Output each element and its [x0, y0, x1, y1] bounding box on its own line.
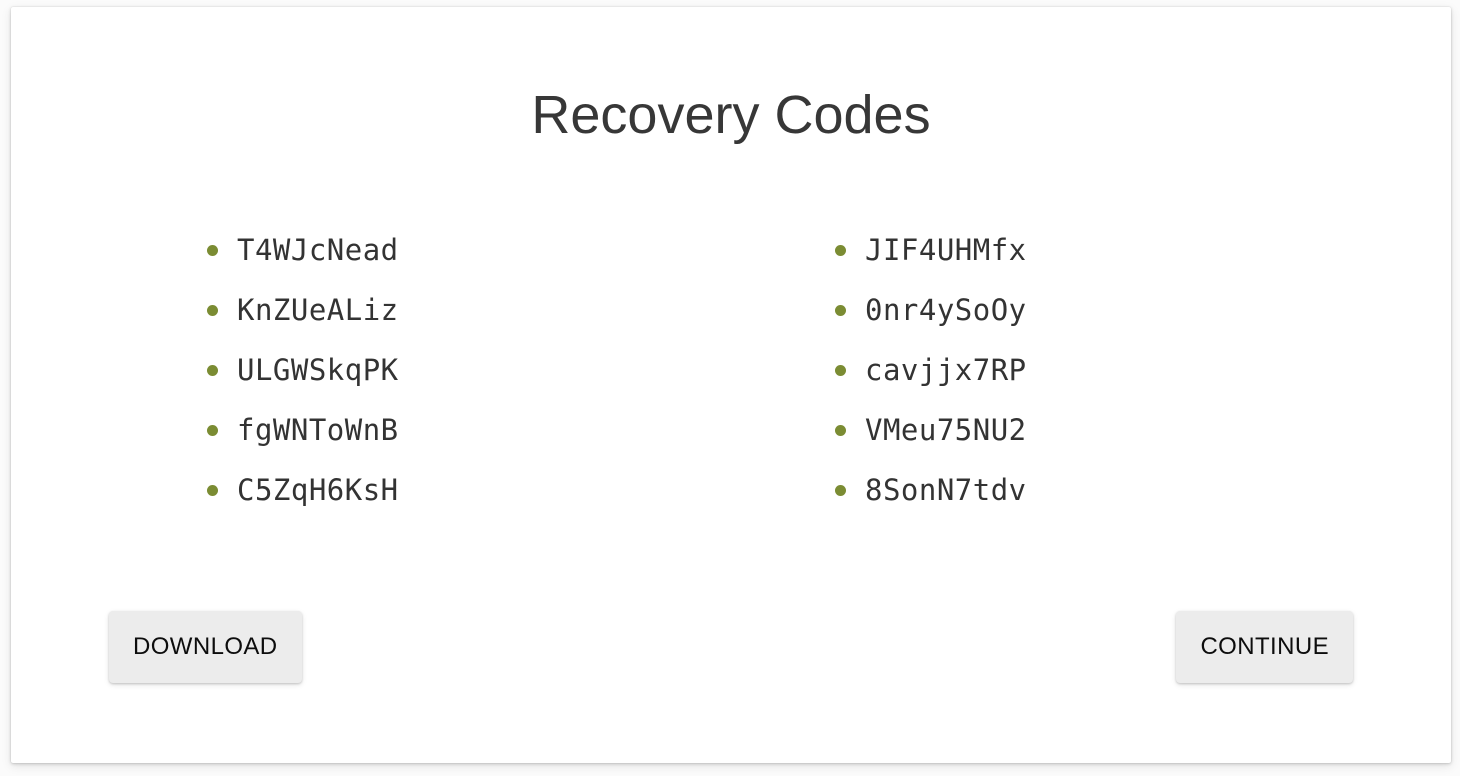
list-item: fgWNToWnB	[207, 400, 627, 460]
recovery-code-value: T4WJcNead	[237, 233, 399, 267]
bullet-icon	[207, 484, 218, 496]
action-button-row: DOWNLOAD CONTINUE	[11, 611, 1451, 683]
bullet-icon	[207, 244, 218, 256]
recovery-codes-card: Recovery Codes T4WJcNead KnZUeALiz ULGWS…	[11, 7, 1451, 763]
recovery-code-value: JIF4UHMfx	[865, 233, 1027, 267]
bullet-icon	[207, 304, 218, 316]
recovery-code-value: VMeu75NU2	[865, 413, 1027, 447]
bullet-icon	[835, 364, 846, 376]
list-item: C5ZqH6KsH	[207, 460, 627, 520]
page-title: Recovery Codes	[531, 85, 931, 145]
bullet-icon	[835, 304, 846, 316]
list-item: 8SonN7tdv	[835, 460, 1255, 520]
recovery-codes-column-right: JIF4UHMfx 0nr4ySoOy cavjjx7RP VMeu75NU2 …	[835, 220, 1255, 520]
list-item: cavjjx7RP	[835, 340, 1255, 400]
continue-button[interactable]: CONTINUE	[1176, 611, 1353, 683]
recovery-code-value: cavjjx7RP	[865, 353, 1027, 387]
recovery-codes-column-left: T4WJcNead KnZUeALiz ULGWSkqPK fgWNToWnB …	[207, 220, 627, 520]
recovery-code-value: ULGWSkqPK	[237, 353, 399, 387]
download-button[interactable]: DOWNLOAD	[109, 611, 302, 683]
recovery-code-value: fgWNToWnB	[237, 413, 399, 447]
list-item: JIF4UHMfx	[835, 220, 1255, 280]
recovery-code-value: C5ZqH6KsH	[237, 473, 399, 507]
bullet-icon	[835, 424, 846, 436]
bullet-icon	[835, 484, 846, 496]
bullet-icon	[835, 244, 846, 256]
recovery-codes-list: T4WJcNead KnZUeALiz ULGWSkqPK fgWNToWnB …	[11, 220, 1451, 520]
bullet-icon	[207, 364, 218, 376]
list-item: KnZUeALiz	[207, 280, 627, 340]
bullet-icon	[207, 424, 218, 436]
list-item: T4WJcNead	[207, 220, 627, 280]
recovery-code-value: 8SonN7tdv	[865, 473, 1027, 507]
list-item: VMeu75NU2	[835, 400, 1255, 460]
list-item: 0nr4ySoOy	[835, 280, 1255, 340]
recovery-code-value: KnZUeALiz	[237, 293, 399, 327]
recovery-code-value: 0nr4ySoOy	[865, 293, 1027, 327]
list-item: ULGWSkqPK	[207, 340, 627, 400]
